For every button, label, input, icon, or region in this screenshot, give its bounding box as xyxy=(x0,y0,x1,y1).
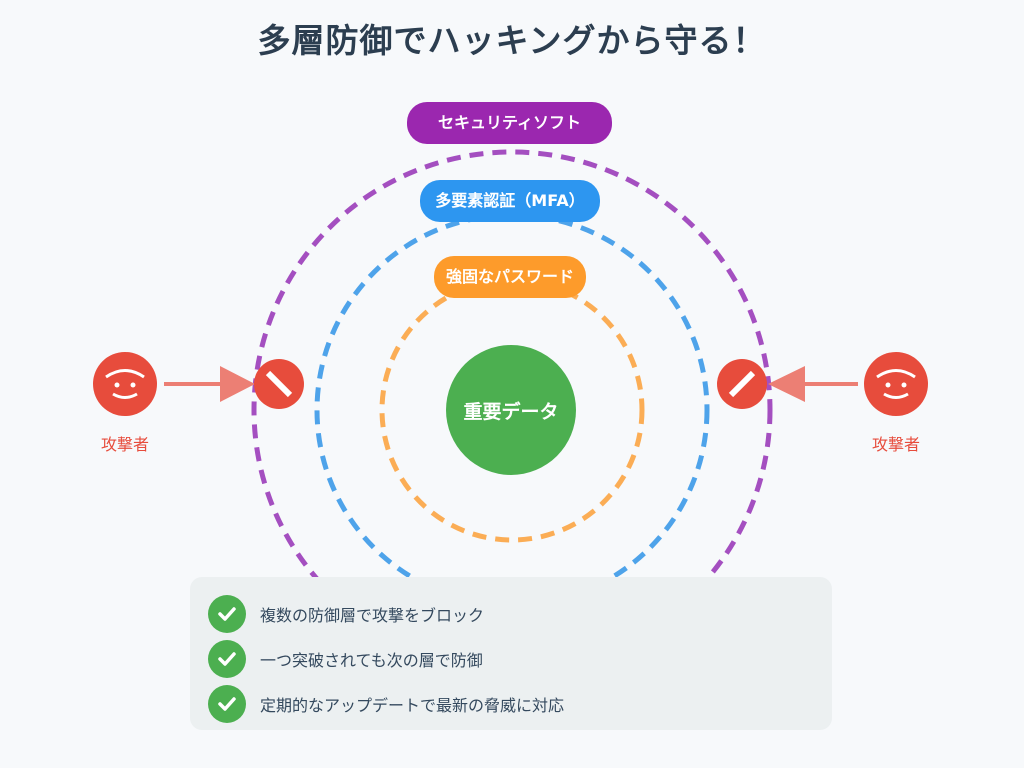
attacker-label-right: 攻撃者 xyxy=(871,435,920,454)
block-icon-right xyxy=(717,359,767,409)
attacker-label-left: 攻撃者 xyxy=(100,435,149,454)
layer-label-mfa: 多要素認証（MFA） xyxy=(420,180,600,222)
block-icon-left xyxy=(254,359,304,409)
layer-label-security-software: セキュリティソフト xyxy=(407,102,612,144)
attack-arrow-right xyxy=(768,366,858,402)
ring-security-software xyxy=(251,149,773,671)
page-title: 多層防御でハッキングから守る！ xyxy=(257,21,767,60)
benefit-text: 定期的なアップデートで最新の脅威に対応 xyxy=(260,696,565,715)
attack-arrow-left xyxy=(164,366,255,402)
check-icon xyxy=(208,685,246,723)
core-data-label: 重要データ xyxy=(463,400,559,423)
benefit-text: 一つ突破されても次の層で防御 xyxy=(260,651,483,670)
benefit-item: 定期的なアップデートで最新の脅威に対応 xyxy=(208,684,564,724)
ring-password xyxy=(379,277,645,543)
core-data: 重要データ xyxy=(446,345,576,475)
check-icon xyxy=(208,595,246,633)
benefit-item: 複数の防御層で攻撃をブロック xyxy=(208,594,484,634)
attacker-left-icon xyxy=(93,352,157,416)
check-icon xyxy=(208,640,246,678)
attacker-right-icon xyxy=(864,352,928,416)
benefit-text: 複数の防御層で攻撃をブロック xyxy=(260,606,485,625)
benefit-item: 一つ突破されても次の層で防御 xyxy=(208,639,483,679)
benefits-panel: 複数の防御層で攻撃をブロック 一つ突破されても次の層で防御 定期的なアップデート… xyxy=(190,577,832,730)
layer-label-password: 強固なパスワード xyxy=(434,256,586,298)
